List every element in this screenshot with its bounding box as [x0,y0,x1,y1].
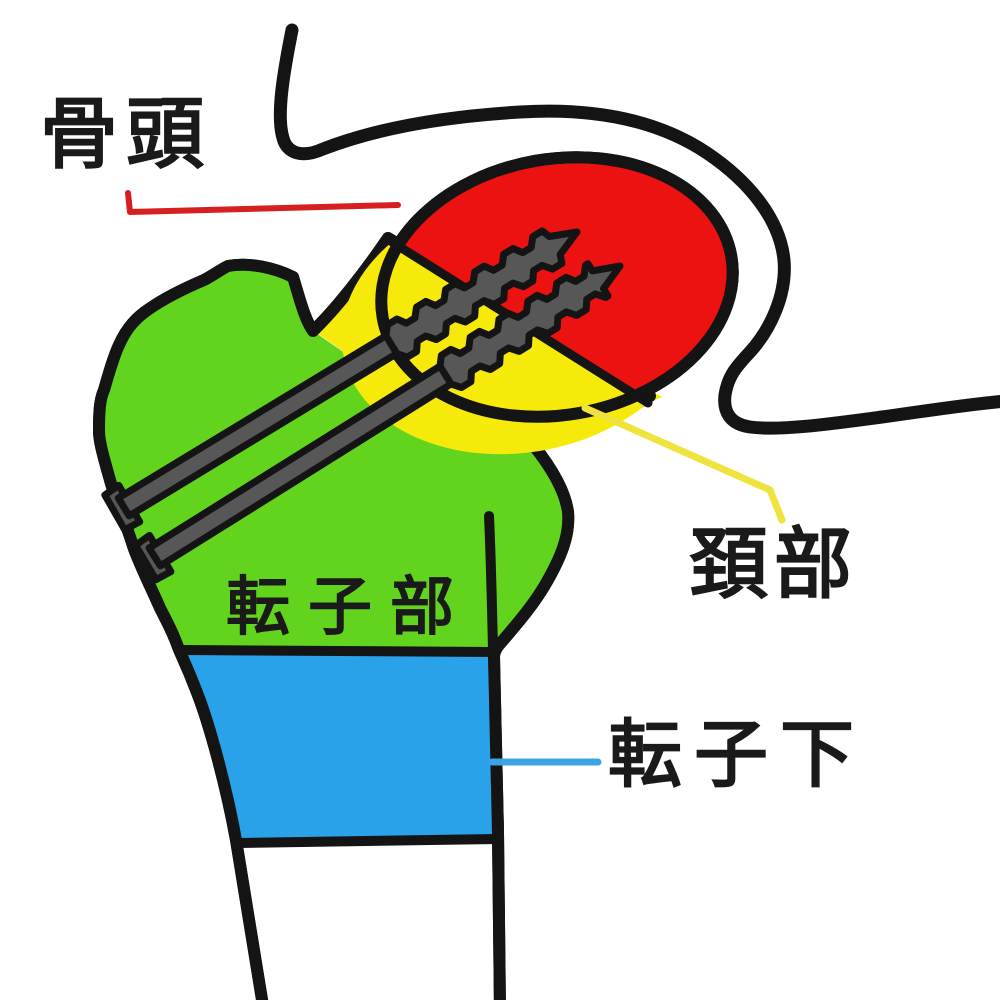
screw-threads [382,227,581,361]
label-subtrochanteric-region: 転子下 [608,712,866,798]
screw-2 [132,260,624,584]
green-blue-boundary-line [175,645,497,657]
screw-threads [436,260,624,391]
label-femoral-neck: 頚部 [690,520,859,610]
subtrochanteric-region [180,650,496,843]
screw-1 [101,227,581,534]
label-trochanteric-region: 転子部 [226,571,472,645]
medial-cortex-line [484,511,504,838]
pelvis-outline [273,23,1000,435]
fixation-screws [101,227,624,584]
label-femoral-head: 骨頭 [40,90,213,180]
head-leader-line [125,190,401,215]
neck-leader-line [581,404,786,524]
head-outline [375,151,739,423]
blue-white-boundary-line [235,834,502,848]
